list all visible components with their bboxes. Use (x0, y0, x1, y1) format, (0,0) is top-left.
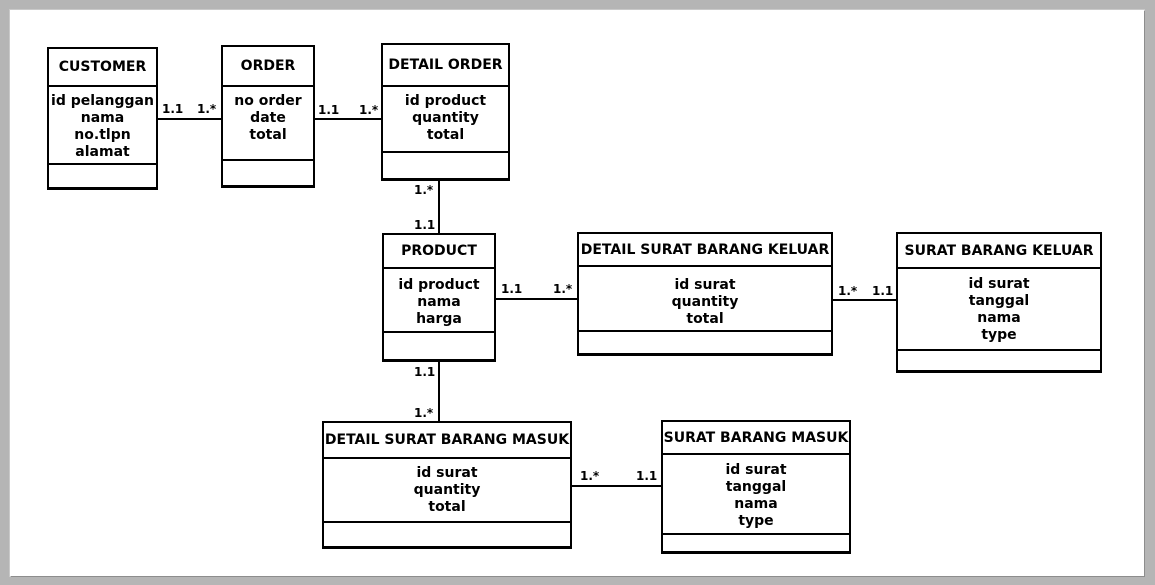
attribute: id product (398, 277, 480, 293)
entity-surat-barang-masuk[interactable]: SURAT BARANG MASUK id surat tanggal nama… (661, 420, 851, 554)
attribute: total (426, 127, 465, 143)
multiplicity-customer-side: 1.1 (162, 102, 184, 116)
entity-title: DETAIL ORDER (383, 45, 508, 87)
connector-detail-order-product (438, 180, 440, 236)
attribute: harga (416, 311, 462, 327)
entity-attributes: id product quantity total (383, 87, 508, 153)
attribute: no.tlpn (74, 127, 131, 143)
multiplicity-order-side: 1.* (197, 102, 217, 116)
entity-title: SURAT BARANG KELUAR (898, 234, 1100, 269)
entity-product[interactable]: PRODUCT id product nama harga (382, 233, 496, 362)
attribute: total (249, 127, 287, 143)
multiplicity-detail-order-bottom: 1.* (414, 183, 434, 197)
entity-surat-barang-keluar[interactable]: SURAT BARANG KELUAR id surat tanggal nam… (896, 232, 1102, 373)
entity-attributes: id surat tanggal nama type (663, 455, 849, 535)
attribute: tanggal (725, 479, 787, 495)
attribute: total (428, 499, 466, 515)
multiplicity-product-right: 1.1 (501, 282, 523, 296)
connector-detail-keluar-surat-keluar (832, 299, 898, 301)
multiplicity-detail-masuk-right: 1.* (580, 469, 600, 483)
multiplicity-surat-keluar-left: 1.1 (872, 284, 894, 298)
attribute: no order (234, 93, 302, 109)
entity-title: PRODUCT (384, 235, 494, 269)
attribute: id surat (725, 462, 787, 478)
entity-attributes: id product nama harga (384, 269, 494, 333)
connector-product-detail-surat-barang-keluar (495, 298, 579, 300)
attribute: id surat (968, 276, 1030, 292)
attribute: quantity (413, 482, 481, 498)
entity-title: ORDER (223, 47, 313, 87)
attribute: id pelanggan (51, 93, 154, 109)
entity-title: CUSTOMER (49, 49, 156, 87)
attribute: nama (734, 496, 778, 512)
multiplicity-surat-masuk-left: 1.1 (636, 469, 658, 483)
connector-order-detail-order (314, 118, 383, 120)
entity-order[interactable]: ORDER no order date total (221, 45, 315, 188)
attribute: nama (80, 110, 125, 126)
entity-customer[interactable]: CUSTOMER id pelanggan nama no.tlpn alama… (47, 47, 158, 190)
entity-attributes: id pelanggan nama no.tlpn alamat (49, 87, 156, 165)
attribute: nama (977, 310, 1021, 326)
connector-customer-order (157, 118, 223, 120)
attribute: nama (417, 294, 461, 310)
attribute: total (686, 311, 724, 327)
attribute: tanggal (968, 293, 1030, 309)
entity-detail-surat-barang-keluar[interactable]: DETAIL SURAT BARANG KELUAR id surat quan… (577, 232, 833, 356)
attribute: quantity (412, 110, 479, 126)
connector-detail-masuk-surat-masuk (570, 485, 662, 487)
entity-attributes: no order date total (223, 87, 313, 161)
attribute: type (738, 513, 774, 529)
attribute: id surat (674, 277, 736, 293)
entity-attributes: id surat tanggal nama type (898, 269, 1100, 351)
entity-detail-surat-barang-masuk[interactable]: DETAIL SURAT BARANG MASUK id surat quant… (322, 421, 572, 549)
entity-title: SURAT BARANG MASUK (663, 422, 849, 455)
multiplicity-detail-keluar-left: 1.* (553, 282, 573, 296)
entity-detail-order[interactable]: DETAIL ORDER id product quantity total (381, 43, 510, 181)
attribute: id product (404, 93, 487, 109)
multiplicity-order-side-2: 1.1 (318, 103, 340, 117)
attribute: alamat (75, 144, 130, 160)
multiplicity-product-top: 1.1 (414, 218, 436, 232)
multiplicity-detail-order-side: 1.* (359, 103, 379, 117)
entity-attributes: id surat quantity total (579, 267, 831, 332)
attribute: date (250, 110, 286, 126)
attribute: type (981, 327, 1017, 343)
attribute: quantity (671, 294, 739, 310)
attribute: id surat (416, 465, 478, 481)
multiplicity-product-bottom: 1.1 (414, 365, 436, 379)
entity-attributes: id surat quantity total (324, 459, 570, 523)
connector-product-detail-surat-barang-masuk (438, 361, 440, 424)
entity-title: DETAIL SURAT BARANG KELUAR (579, 234, 831, 267)
multiplicity-detail-masuk-top: 1.* (414, 406, 434, 420)
multiplicity-detail-keluar-right: 1.* (838, 284, 858, 298)
entity-title: DETAIL SURAT BARANG MASUK (324, 423, 570, 459)
